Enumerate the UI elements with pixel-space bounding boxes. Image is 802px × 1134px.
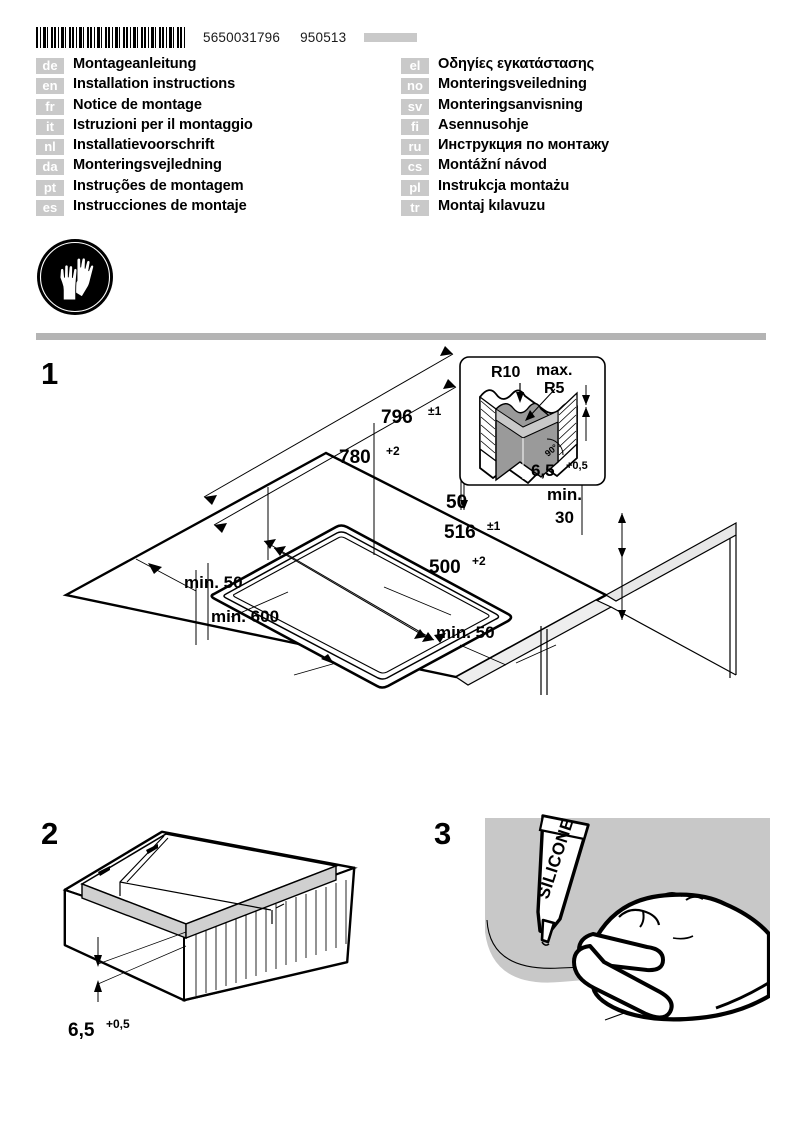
detail-radius-outer: R10: [491, 364, 520, 381]
figure-worktop-cutout-dimensions: 796 ±1 780 +2 50 516 ±1 500 +2 min. 50 m…: [62, 346, 737, 695]
thickness-dimension: [94, 931, 187, 1002]
language-code-cs: cs: [401, 159, 429, 176]
language-code-de: de: [36, 58, 64, 74]
hand-illustration: [572, 892, 770, 1022]
language-row-de: de Montageanleitung: [36, 56, 401, 76]
hatch-pattern: [195, 880, 347, 996]
corner-block-shape: 90°: [479, 389, 578, 485]
language-title-es: Instrucciones de montaje: [73, 198, 247, 215]
language-title-no: Monteringsveiledning: [438, 76, 587, 93]
figure-apply-silicone-sealant: SILICONE: [485, 814, 770, 1022]
dimension-cutout-depth-tolerance: +2: [472, 554, 486, 568]
language-code-pt: pt: [36, 179, 64, 196]
header-gray-bar: [364, 32, 418, 42]
language-row-pt: pt Instruções de montagem: [36, 178, 401, 198]
dimension-min-front: min. 50: [436, 623, 495, 642]
dimension-outer-depth-tolerance: ±1: [487, 519, 501, 533]
step-number-2: 2: [41, 816, 59, 851]
language-code-no: no: [401, 78, 429, 95]
language-row-tr: tr Montaj kılavuzu: [401, 198, 766, 218]
language-title-cs: Montážní návod: [438, 157, 547, 174]
language-row-it: it Istruzioni per il montaggio: [36, 117, 401, 137]
figure-worktop-thickness-detail: 6,5 +0,5: [62, 830, 358, 1041]
language-code-da: da: [36, 159, 64, 176]
dimension-outer-width-tolerance: ±1: [428, 404, 442, 418]
language-row-ru: ru Инструкция по монтажу: [401, 137, 766, 157]
appliance-plate: [80, 833, 339, 940]
language-title-fr: Notice de montage: [73, 96, 202, 113]
leader-lines: [135, 558, 557, 676]
language-title-it: Istruzioni per il montaggio: [73, 116, 253, 133]
document-number-secondary: 950513: [300, 29, 347, 45]
dimension-min-side: min. 50: [184, 573, 243, 592]
panel-edge-line: [486, 919, 770, 969]
language-row-nl: nl Installatievoorschrift: [36, 137, 401, 157]
silicone-tube: SILICONE: [534, 814, 590, 946]
dimension-edge-offset: 50: [446, 492, 467, 513]
language-code-tr: tr: [401, 200, 429, 217]
detail-radius-max: R5: [544, 380, 565, 397]
thickness-value: 6,5: [68, 1020, 95, 1041]
language-code-it: it: [36, 118, 64, 135]
language-row-cs: cs Montážní návod: [401, 157, 766, 177]
detail-depth: 6,5: [531, 461, 555, 480]
dimension-outer-width: 796: [381, 407, 413, 428]
language-code-ru: ru: [401, 139, 429, 156]
barcode-icon: [36, 26, 186, 48]
dimension-cutout-width-tolerance: +2: [386, 444, 400, 458]
barcode-row: 5650031796 950513: [36, 26, 766, 48]
language-row-fi: fi Asennusohje: [401, 117, 766, 137]
language-code-pl: pl: [401, 179, 429, 196]
step-number-3: 3: [434, 816, 452, 851]
language-title-pl: Instrukcja montażu: [438, 177, 570, 194]
edge-notch-marks: [98, 844, 158, 876]
language-code-el: el: [401, 58, 429, 74]
language-title-da: Monteringsvejledning: [73, 157, 222, 174]
language-row-pl: pl Instrukcja montażu: [401, 178, 766, 198]
language-title-pt: Instruções de montagem: [73, 177, 244, 194]
language-row-en: en Installation instructions: [36, 76, 401, 96]
language-title-nl: Installatievoorschrift: [73, 137, 215, 154]
corner-detail-inset: 90° R10 max. R5 6,5 +0,5: [459, 356, 606, 486]
language-row-no: no Monteringsveiledning: [401, 76, 766, 96]
language-code-en: en: [36, 78, 64, 95]
protective-gloves-icon: [37, 239, 113, 315]
detail-depth-tolerance: +0,5: [566, 460, 588, 472]
language-title-de: Montageanleitung: [73, 56, 197, 72]
dimension-cutout-depth: 500: [429, 557, 461, 578]
language-title-fi: Asennusohje: [438, 116, 529, 133]
language-code-fr: fr: [36, 98, 64, 115]
language-code-fi: fi: [401, 118, 429, 135]
language-title-ru: Инструкция по монтажу: [438, 137, 609, 154]
language-title-en: Installation instructions: [73, 76, 236, 93]
language-row-el: el Οδηγίες εγκατάστασης: [401, 56, 766, 76]
language-code-es: es: [36, 200, 64, 217]
dimension-min-clearance-value: 30: [555, 508, 574, 527]
thickness-tolerance: +0,5: [106, 1017, 130, 1031]
min-clearance-dimension: [618, 513, 626, 620]
dimension-outer-depth: 516: [444, 522, 476, 543]
language-code-nl: nl: [36, 139, 64, 156]
dimension-cutout-width: 780: [339, 447, 371, 468]
dimension-min-clearance-label: min.: [547, 485, 582, 504]
language-row-es: es Instrucciones de montaje: [36, 198, 401, 218]
language-row-sv: sv Monteringsanvisning: [401, 97, 766, 117]
language-title-tr: Montaj kılavuzu: [438, 198, 546, 215]
document-number-primary: 5650031796: [203, 29, 281, 45]
language-title-el: Οδηγίες εγκατάστασης: [438, 56, 595, 72]
document-header: 5650031796 950513: [36, 26, 766, 48]
language-row-da: da Monteringsvejledning: [36, 157, 401, 177]
language-code-sv: sv: [401, 98, 429, 115]
language-title-sv: Monteringsanvisning: [438, 96, 583, 113]
dimension-min-cabinet-width: min. 600: [211, 607, 279, 626]
language-column-left: de Montageanleitung en Installation inst…: [36, 56, 401, 218]
language-column-right: el Οδηγίες εγκατάστασης no Monteringsvei…: [401, 56, 766, 218]
section-divider: [36, 333, 766, 340]
language-row-fr: fr Notice de montage: [36, 97, 401, 117]
step-number-1: 1: [41, 356, 59, 391]
cabinet-outline: [540, 535, 737, 695]
language-title-lists: de Montageanleitung en Installation inst…: [36, 56, 766, 218]
detail-radius-max-prefix: max.: [536, 362, 572, 379]
